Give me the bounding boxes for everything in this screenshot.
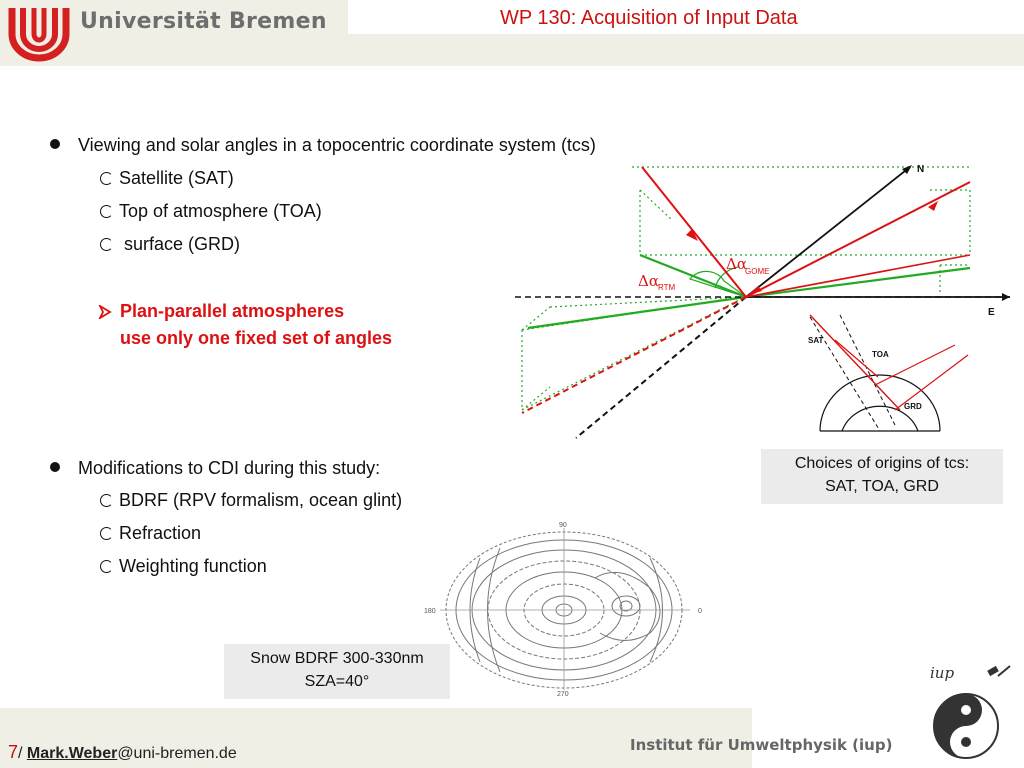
bullet-dot [50, 462, 60, 472]
circle-bullet-icon [100, 205, 113, 218]
svg-text:GRD: GRD [904, 402, 922, 411]
tcs-caption: Choices of origins of tcs: SAT, TOA, GRD [761, 449, 1003, 504]
circle-bullet-icon [100, 238, 113, 251]
author-link[interactable]: Mark.Weber [26, 745, 118, 762]
svg-text:iup: iup [930, 664, 954, 682]
circle-bullet-icon [100, 560, 113, 573]
svg-text:E: E [988, 307, 995, 318]
snow-bdrf-caption: Snow BDRF 300-330nm SZA=40° [224, 644, 450, 699]
sub-item-weighting: Weighting function [100, 556, 267, 577]
university-logo-icon [8, 8, 70, 62]
svg-text:0: 0 [698, 608, 702, 615]
svg-text:270: 270 [557, 691, 569, 696]
circle-bullet-icon [100, 172, 113, 185]
arrow-bullet-icon [98, 305, 112, 319]
svg-text:GOME: GOME [745, 267, 769, 276]
snow-caption-line-2: SZA=40° [304, 673, 370, 690]
snow-caption-line-1: Snow BDRF 300-330nm [250, 650, 424, 667]
svg-text:180: 180 [424, 608, 436, 615]
header-stripe [348, 34, 1024, 66]
svg-text:SAT: SAT [808, 336, 824, 345]
institute-name: Institut für Umweltphysik (iup) [630, 736, 893, 754]
sub-item-bdrf: BDRF (RPV formalism, ocean glint) [100, 490, 402, 511]
bullet-viewing-angles: Viewing and solar angles in a topocentri… [78, 135, 596, 155]
highlight-line-1: Plan-parallel atmospheres [120, 301, 345, 321]
svg-text:90: 90 [559, 522, 567, 529]
highlight-line-2: use only one fixed set of angles [120, 328, 393, 348]
svg-text:TOA: TOA [872, 350, 889, 359]
page-number: 7 [8, 742, 19, 762]
sub-item-sat: Satellite (SAT) [100, 168, 234, 189]
svg-text:N: N [917, 164, 924, 175]
circle-bullet-icon [100, 494, 113, 507]
footer-author: 7/ Mark.Weber@uni-bremen.de [8, 742, 237, 762]
bullet-dot [50, 139, 60, 149]
bullet-modifications: Modifications to CDI during this study: [78, 458, 381, 478]
snow-bdrf-polar-plot: 90 270 180 0 [424, 522, 702, 696]
tcs-caption-line-2: SAT, TOA, GRD [825, 478, 939, 495]
svg-text:RTM: RTM [658, 283, 676, 292]
sub-item-grd: surface (GRD) [100, 234, 240, 255]
circle-bullet-icon [100, 527, 113, 540]
sub-item-refraction: Refraction [100, 523, 201, 544]
tcs-caption-line-1: Choices of origins of tcs: [794, 455, 970, 472]
svg-text:Δα: Δα [726, 255, 747, 273]
sub-item-toa: Top of atmosphere (TOA) [100, 201, 322, 222]
slide-title: WP 130: Acquisition of Input Data [500, 7, 798, 29]
iup-logo-icon: iup [930, 664, 1011, 759]
tcs-geometry-diagram: N E Δα GOME Δα RTM SAT TOA GRD [515, 164, 1010, 439]
university-name: Universität Bremen [80, 9, 327, 34]
svg-text:Δα: Δα [638, 272, 659, 290]
